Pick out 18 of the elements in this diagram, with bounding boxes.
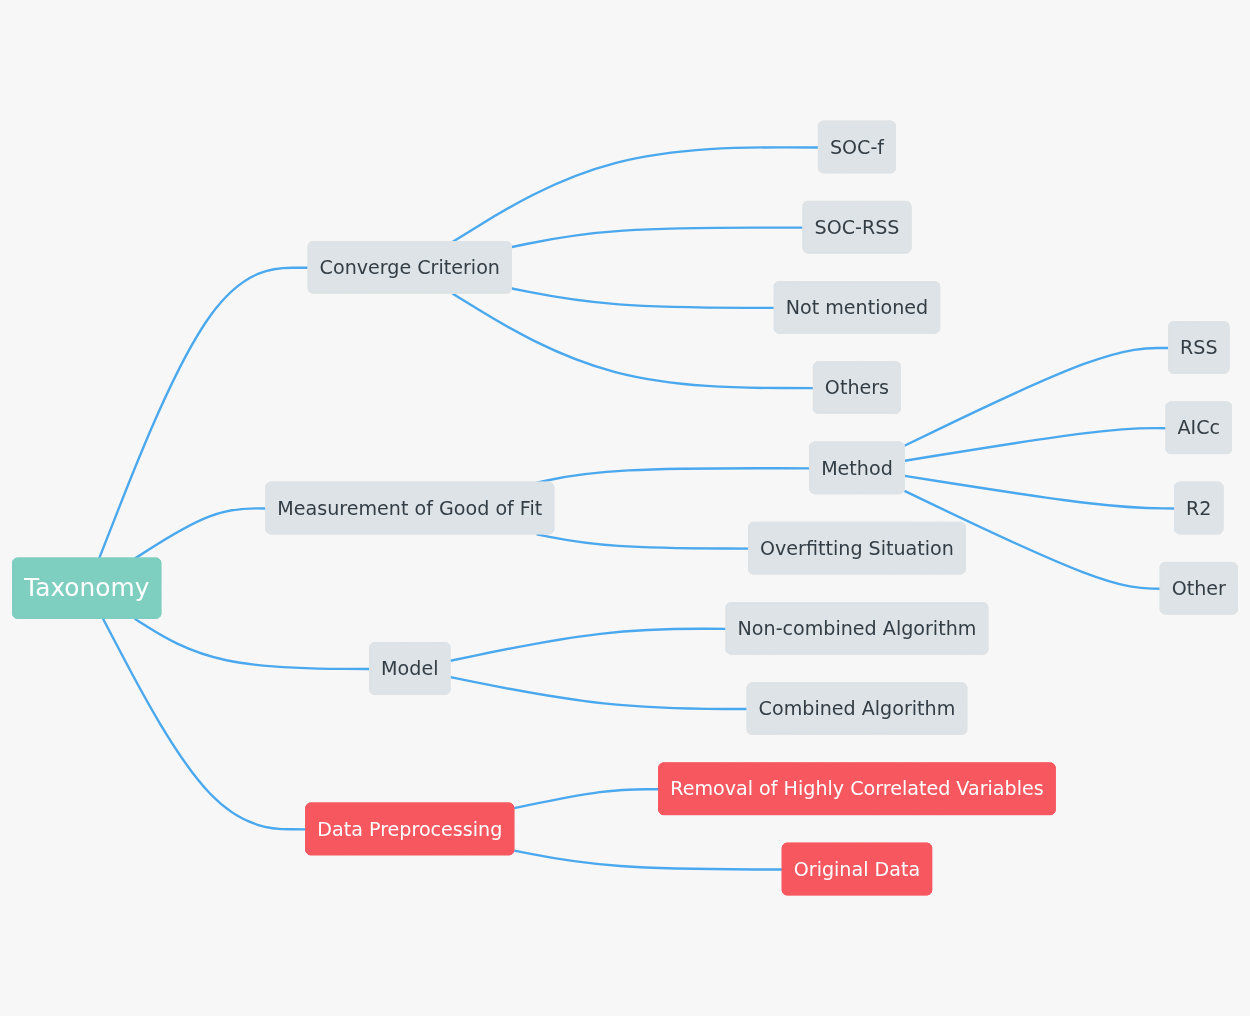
connector xyxy=(514,788,660,810)
connector xyxy=(536,533,750,550)
connector xyxy=(451,146,819,243)
connector xyxy=(903,346,1170,447)
connector xyxy=(536,467,811,484)
connector xyxy=(511,287,775,310)
connector xyxy=(101,618,307,831)
connector xyxy=(97,266,309,560)
connector xyxy=(134,507,267,560)
connector xyxy=(450,627,727,662)
connector xyxy=(514,849,783,871)
connector xyxy=(450,675,748,711)
connector xyxy=(134,617,371,671)
connector xyxy=(511,226,804,249)
connector xyxy=(904,474,1176,510)
connector xyxy=(903,489,1161,590)
connector xyxy=(904,426,1167,462)
connector xyxy=(451,292,814,390)
